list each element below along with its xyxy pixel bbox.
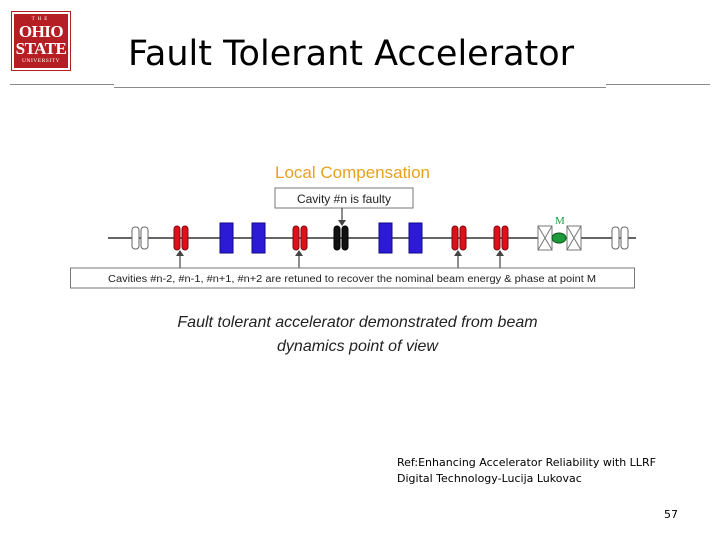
logo-text-top: THE — [31, 17, 51, 23]
magnet-pair-2 — [378, 222, 423, 254]
diagram-heading: Local Compensation — [275, 163, 430, 182]
faulty-label-box — [274, 187, 414, 209]
retune-label-box — [70, 267, 635, 289]
retune-label: Cavities #n-2, #n-1, #n+1, #n+2 are retu… — [108, 274, 596, 285]
logo-text-university: UNIVERSITY — [22, 58, 60, 65]
title-rule-right — [606, 84, 710, 85]
reference-note: Ref:Enhancing Accelerator Reliability wi… — [397, 455, 697, 487]
beam-pipe-flange-left — [131, 226, 149, 250]
cavity-n-plus-2 — [493, 225, 509, 251]
magnet-pair-1 — [219, 222, 266, 254]
cavity-n-minus-1 — [292, 225, 308, 251]
title-rule-middle — [114, 87, 606, 88]
reference-line-1: Ref:Enhancing Accelerator Reliability wi… — [397, 456, 656, 469]
point-m-marker — [537, 225, 582, 251]
retune-arrows — [176, 250, 504, 268]
caption-line-2: dynamics point of view — [277, 338, 438, 355]
slide-title: Fault Tolerant Accelerator — [128, 34, 575, 74]
logo-text-ohio: OHIO — [18, 22, 64, 42]
university-logo: THE OHIO STATE UNIVERSITY — [11, 11, 71, 71]
local-compensation-diagram: Local Compensation Cavity #n is faulty — [70, 158, 636, 290]
cavity-n-faulty — [333, 225, 349, 251]
logo-text-state: STATE — [15, 39, 67, 59]
point-m-label: M — [555, 215, 565, 227]
title-rule-left — [10, 84, 114, 85]
beam-pipe-flange-right — [611, 226, 629, 250]
faulty-arrow-head — [338, 220, 346, 226]
faulty-label: Cavity #n is faulty — [297, 192, 391, 206]
cavity-n-minus-2 — [173, 225, 189, 251]
page-number: 57 — [664, 508, 678, 521]
reference-line-2: Digital Technology-Lucija Lukovac — [397, 472, 582, 485]
caption-line-1: Fault tolerant accelerator demonstrated … — [177, 314, 538, 331]
cavity-n-plus-1 — [451, 225, 467, 251]
slide-caption: Fault tolerant accelerator demonstrated … — [140, 311, 575, 359]
